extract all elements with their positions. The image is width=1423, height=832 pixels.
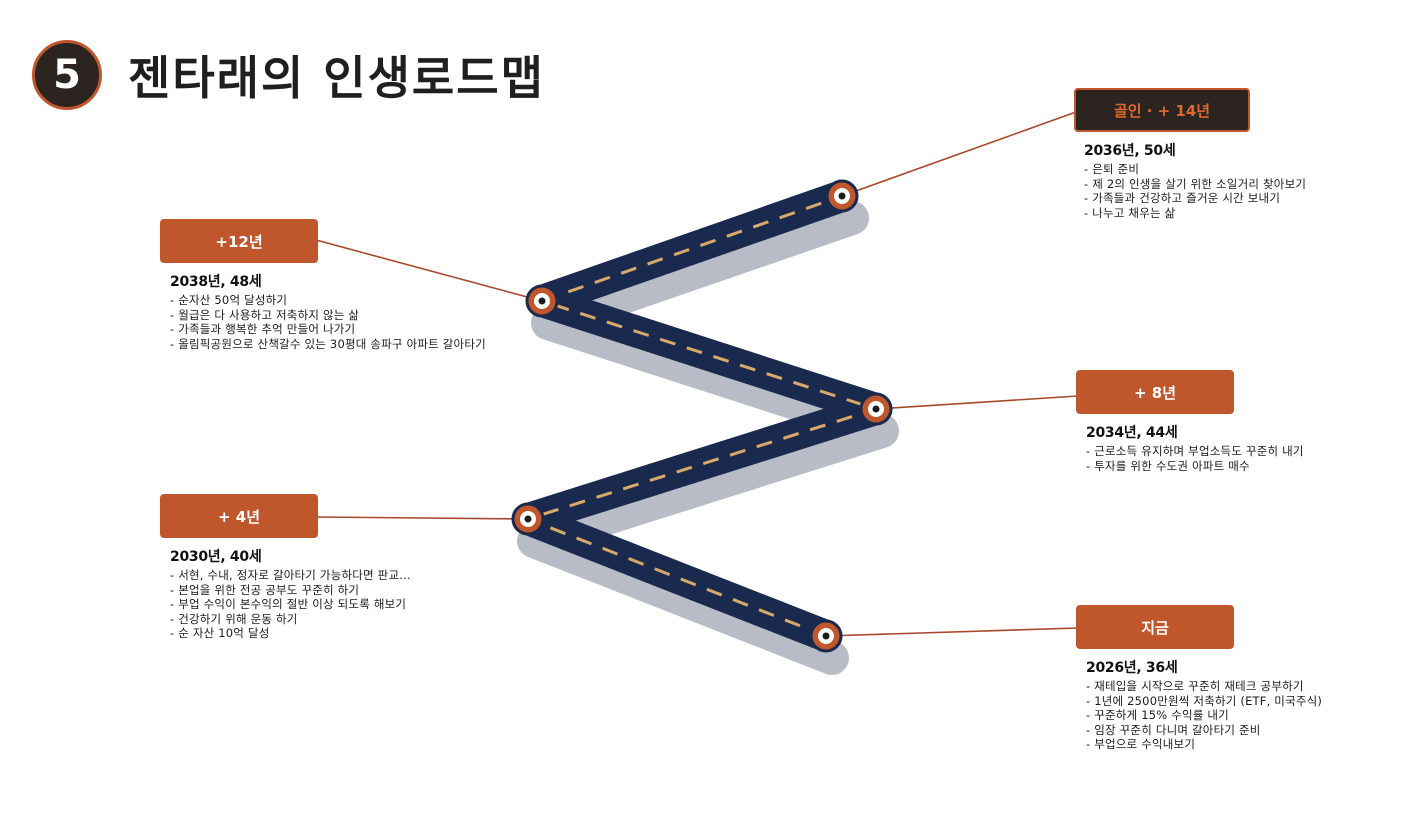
list-item: 가족들과 건강하고 즐거운 시간 보내기 <box>1084 191 1306 206</box>
list-item: 꾸준하게 15% 수익률 내기 <box>1086 708 1322 723</box>
list-item: 제 2의 인생을 살기 위한 소일거리 찾아보기 <box>1084 177 1306 192</box>
list-item: 부업 수익이 본수익의 절반 이상 되도록 해보기 <box>170 597 411 612</box>
connector-plus12 <box>315 239 543 302</box>
list-item: 투자를 위한 수도권 아파트 매수 <box>1086 459 1304 474</box>
list-item: 가족들과 행복한 추억 만들어 나가기 <box>170 322 486 337</box>
connector-goal <box>841 111 1077 197</box>
node-goal <box>825 179 859 213</box>
milestone-list-goal: 은퇴 준비 제 2의 인생을 살기 위한 소일거리 찾아보기 가족들과 건강하고… <box>1084 162 1306 220</box>
milestone-goal: 골인 · + 14년 2036년, 50세 은퇴 준비 제 2의 인생을 살기 … <box>1074 88 1306 220</box>
page-title: 젠타래의 인생로드맵 <box>128 51 545 105</box>
title-row: 5 젠타래의 인생로드맵 <box>32 40 545 110</box>
connector-plus8 <box>875 395 1079 410</box>
connector-plus4 <box>315 516 529 520</box>
milestone-when-plus4: 2030년, 40세 <box>170 549 262 565</box>
milestone-text-plus4: 2030년, 40세 서현, 수내, 정자로 갈아타기 가능하다면 판교... … <box>160 546 411 641</box>
list-item: 순 자산 10억 달성 <box>170 626 411 641</box>
list-item: 순자산 50억 달성하기 <box>170 293 486 308</box>
milestone-list-now: 재테입을 시작으로 꾸준히 재테크 공부하기 1년에 2500만원씩 저축하기 … <box>1086 679 1322 752</box>
milestone-when-plus8: 2034년, 44세 <box>1086 425 1178 441</box>
list-item: 월급은 다 사용하고 저축하지 않는 삶 <box>170 308 486 323</box>
node-plus12 <box>525 284 559 318</box>
milestone-when-goal: 2036년, 50세 <box>1084 143 1176 159</box>
list-item: 재테입을 시작으로 꾸준히 재테크 공부하기 <box>1086 679 1322 694</box>
milestone-plus12: +12년 2038년, 48세 순자산 50억 달성하기 월급은 다 사용하고 … <box>160 219 486 351</box>
node-now <box>809 619 843 653</box>
node-plus4 <box>511 502 545 536</box>
list-item: 은퇴 준비 <box>1084 162 1306 177</box>
list-item: 서현, 수내, 정자로 갈아타기 가능하다면 판교... <box>170 568 411 583</box>
milestone-text-now: 2026년, 36세 재테입을 시작으로 꾸준히 재테크 공부하기 1년에 25… <box>1076 657 1322 752</box>
list-item: 나누고 채우는 삶 <box>1084 206 1306 221</box>
list-item: 올림픽공원으로 산책갈수 있는 30평대 송파구 아파트 갈아타기 <box>170 337 486 352</box>
milestone-list-plus4: 서현, 수내, 정자로 갈아타기 가능하다면 판교... 본업을 위한 전공 공… <box>170 568 411 641</box>
connector-now <box>825 627 1079 637</box>
list-item: 1년에 2500만원씩 저축하기 (ETF, 미국주식) <box>1086 694 1322 709</box>
milestone-text-plus8: 2034년, 44세 근로소득 유지하며 부업소득도 꾸준히 내기 투자를 위한… <box>1076 422 1304 473</box>
milestone-text-goal: 2036년, 50세 은퇴 준비 제 2의 인생을 살기 위한 소일거리 찾아보… <box>1074 140 1306 220</box>
milestone-list-plus12: 순자산 50억 달성하기 월급은 다 사용하고 저축하지 않는 삶 가족들과 행… <box>170 293 486 351</box>
milestone-text-plus12: 2038년, 48세 순자산 50억 달성하기 월급은 다 사용하고 저축하지 … <box>160 271 486 351</box>
milestone-tag-plus8: + 8년 <box>1076 370 1234 414</box>
milestone-tag-plus12: +12년 <box>160 219 318 263</box>
milestone-tag-plus4: + 4년 <box>160 494 318 538</box>
milestone-plus4: + 4년 2030년, 40세 서현, 수내, 정자로 갈아타기 가능하다면 판… <box>160 494 411 641</box>
milestone-plus8: + 8년 2034년, 44세 근로소득 유지하며 부업소득도 꾸준히 내기 투… <box>1076 370 1304 473</box>
milestone-when-now: 2026년, 36세 <box>1086 660 1178 676</box>
list-item: 본업을 위한 전공 공부도 꾸준히 하기 <box>170 583 411 598</box>
node-plus8 <box>859 392 893 426</box>
step-number-badge: 5 <box>32 40 102 110</box>
milestone-tag-now: 지금 <box>1076 605 1234 649</box>
milestone-tag-goal: 골인 · + 14년 <box>1074 88 1250 132</box>
milestone-when-plus12: 2038년, 48세 <box>170 274 262 290</box>
list-item: 건강하기 위해 운동 하기 <box>170 612 411 627</box>
list-item: 임장 꾸준히 다니며 갈아타기 준비 <box>1086 723 1322 738</box>
list-item: 근로소득 유지하며 부업소득도 꾸준히 내기 <box>1086 444 1304 459</box>
milestone-now: 지금 2026년, 36세 재테입을 시작으로 꾸준히 재테크 공부하기 1년에… <box>1076 605 1322 752</box>
milestone-list-plus8: 근로소득 유지하며 부업소득도 꾸준히 내기 투자를 위한 수도권 아파트 매수 <box>1086 444 1304 473</box>
road-shadow <box>517 201 899 675</box>
list-item: 부업으로 수익내보기 <box>1086 737 1322 752</box>
